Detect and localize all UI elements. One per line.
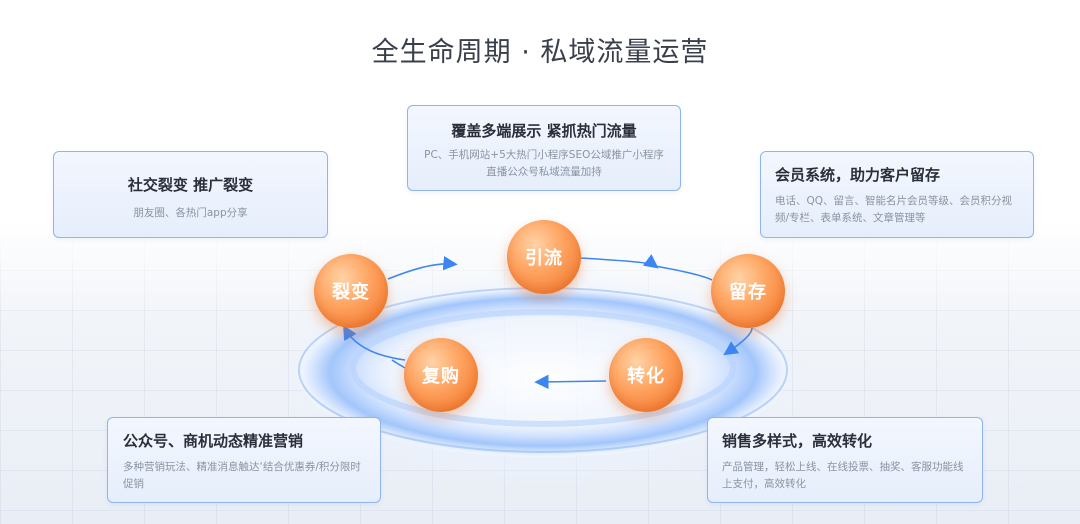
card-social: 社交裂变 推广裂变 朋友圈、各热门app分享: [53, 151, 328, 238]
page-title: 全生命周期 · 私域流量运营: [371, 37, 709, 68]
arrow-fugou-tail: [391, 359, 406, 369]
card-sales: 销售多样式，高效转化 产品管理，轻松上线、在线投票、抽奖、客服功能线上支付，高效…: [707, 417, 983, 503]
card-traffic: 覆盖多端展示 紧抓热门流量 PC、手机网站+5大热门小程序SEO公域推广小程序直…: [407, 105, 681, 191]
node-liucun: 留存: [711, 254, 785, 328]
card-traffic-desc: PC、手机网站+5大热门小程序SEO公域推广小程序直播公众号私域流量加持: [424, 149, 664, 178]
arrow-to-liucun: [654, 265, 713, 281]
platform-ring: [295, 286, 791, 458]
arrow-zhuanhua-fugou: [534, 374, 607, 390]
node-zhuanhua: 转化: [609, 338, 683, 412]
node-liebian: 裂变: [314, 254, 388, 328]
card-marketing-title: 公众号、商机动态精准营销: [123, 432, 304, 450]
card-member-desc: 电话、QQ、留言、智能名片会员等级、会员积分视频/专栏、表单系统、文章管理等: [775, 195, 1013, 224]
arrow-liucun-zhuanhua: [723, 327, 753, 356]
card-marketing: 公众号、商机动态精准营销 多种营销玩法、精准消息触达‘结合优惠券/积分限时促销: [107, 417, 381, 503]
node-fugou: 复购: [404, 338, 478, 412]
card-member: 会员系统，助力客户留存 电话、QQ、留言、智能名片会员等级、会员积分视频/专栏、…: [760, 151, 1034, 238]
card-member-title: 会员系统，助力客户留存: [775, 166, 941, 184]
arrow-fugou-liebian: [343, 325, 406, 361]
card-sales-title: 销售多样式，高效转化: [722, 432, 873, 450]
platform-ring-inner: [350, 309, 736, 427]
node-yinliu: 引流: [507, 220, 581, 294]
card-marketing-desc: 多种营销玩法、精准消息触达‘结合优惠券/积分限时促销: [123, 461, 361, 490]
card-social-title: 社交裂变 推广裂变: [127, 176, 254, 194]
card-traffic-title: 覆盖多端展示 紧抓热门流量: [451, 122, 637, 140]
arrow-liebian-yinliu: [387, 256, 458, 280]
card-social-desc: 朋友圈、各热门app分享: [133, 207, 248, 219]
arrow-yinliu-liucun-line: [579, 254, 659, 269]
card-sales-desc: 产品管理，轻松上线、在线投票、抽奖、客服功能线上支付，高效转化: [722, 461, 964, 490]
